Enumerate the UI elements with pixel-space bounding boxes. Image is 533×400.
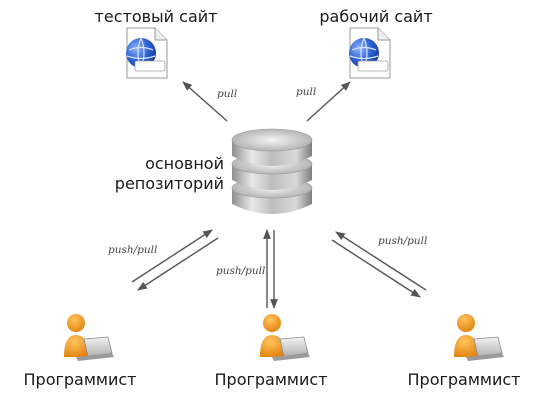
push-arrow-right xyxy=(335,231,427,291)
edge-label-sync-center: push/pull xyxy=(216,265,266,277)
repository-label-line1: основной xyxy=(145,154,224,173)
test-site-web-icon xyxy=(126,27,168,79)
programmer-icon-right xyxy=(454,314,504,361)
push-arrow-left xyxy=(131,229,213,283)
edge-label-pull-work: pull xyxy=(296,86,317,98)
programmer-label-center: Программист xyxy=(214,370,328,389)
edge-label-sync-left: push/pull xyxy=(108,244,158,256)
pull-arrow-left xyxy=(137,237,219,291)
edge-label-sync-right: push/pull xyxy=(378,235,428,247)
work-site-web-icon xyxy=(349,27,391,79)
test-site-label: тестовый сайт xyxy=(94,7,218,26)
pull-arrow-work-site xyxy=(306,81,351,122)
programmer-label-right: Программист xyxy=(407,370,521,389)
edge-label-pull-test: pull xyxy=(217,88,238,100)
work-site-label: рабочий сайт xyxy=(319,7,433,26)
programmer-label-left: Программист xyxy=(23,370,137,389)
repository-label-line2: репозиторий xyxy=(114,174,224,193)
programmer-icon-left xyxy=(64,314,114,361)
pull-arrow-test-site xyxy=(182,81,228,122)
pull-arrow-right xyxy=(331,239,421,298)
programmer-icon-center xyxy=(260,314,310,361)
repository-database-icon xyxy=(231,128,313,214)
